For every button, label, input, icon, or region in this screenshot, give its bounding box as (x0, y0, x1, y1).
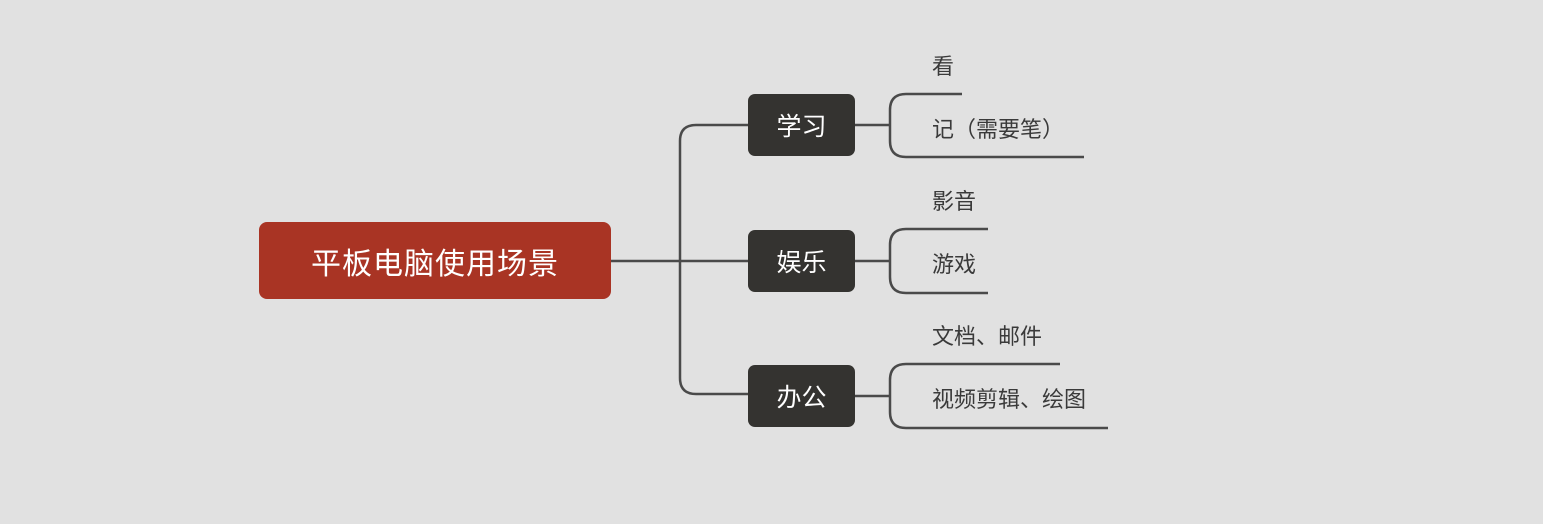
leaf-office-underlines (888, 362, 1108, 430)
leaf-node-docs-mail[interactable]: 文档、邮件 (932, 325, 1043, 350)
trunk-connector (678, 123, 748, 396)
leaf-node-media[interactable]: 影音 (932, 190, 977, 215)
branch-node-entertainment[interactable]: 娱乐 (748, 230, 855, 292)
leaf-node-watch[interactable]: 看 (932, 55, 955, 80)
branch-node-study[interactable]: 学习 (748, 94, 855, 156)
leaf-entertainment-underlines (888, 227, 988, 295)
leaf-node-games[interactable]: 游戏 (932, 253, 977, 278)
root-node[interactable]: 平板电脑使用场景 (259, 222, 611, 299)
leaf-node-video-drawing[interactable]: 视频剪辑、绘图 (932, 388, 1087, 413)
branch-node-office[interactable]: 办公 (748, 365, 855, 427)
leaf-node-notes[interactable]: 记（需要笔） (932, 118, 1065, 143)
leaf-study-underlines (888, 92, 1084, 159)
